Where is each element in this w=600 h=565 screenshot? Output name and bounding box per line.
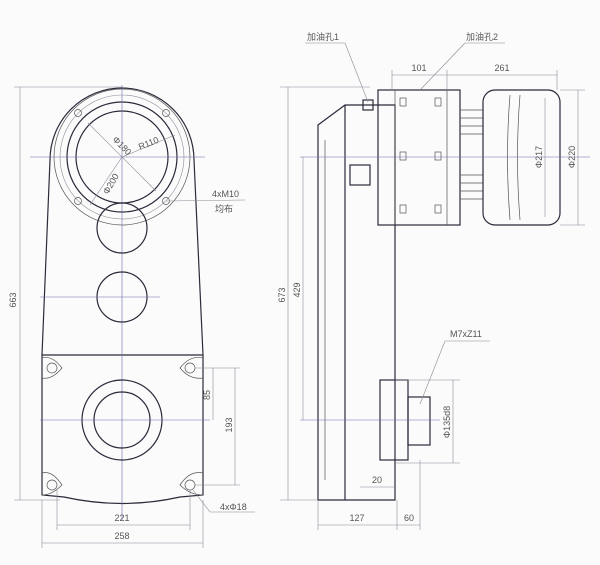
side-view: 673 429 101 261 Φ217 Φ220 加油孔1 加油孔2 M7xZ… — [277, 31, 590, 530]
front-view: 663 85 193 221 258 4xΦ18 Φ180 R110 Φ200 … — [8, 85, 255, 548]
shaft-hole-upper — [96, 202, 148, 254]
motor-dia-220: Φ220 — [567, 146, 577, 168]
base-holes-label: 4xΦ18 — [220, 502, 247, 512]
motor-dia-217: Φ217 — [534, 146, 544, 168]
oil-hole-2-label: 加油孔2 — [466, 31, 498, 42]
dim-101: 101 — [411, 63, 426, 73]
motor-fins — [460, 109, 483, 200]
gearbox-body — [317, 104, 396, 501]
spline-spec: M7xZ11 — [450, 329, 482, 339]
dim-193: 193 — [224, 417, 234, 432]
bolt-note: 均布 — [215, 203, 233, 214]
oil-plug-1 — [362, 99, 374, 111]
dim-261: 261 — [494, 63, 509, 73]
dim-429: 429 — [292, 282, 302, 297]
dim-127: 127 — [349, 513, 364, 523]
dim-60: 60 — [404, 513, 414, 523]
spline — [407, 396, 431, 446]
motor-body — [482, 89, 561, 226]
bolt-spec: 4xM10 — [212, 189, 239, 199]
shaft-dia: Φ135d8 — [442, 406, 452, 438]
radius-110: R110 — [137, 135, 160, 152]
dim-258: 258 — [114, 531, 129, 541]
housing-outline — [41, 87, 204, 505]
side-height-dim: 673 — [277, 287, 287, 302]
oil-hole-1-label: 加油孔1 — [307, 31, 339, 42]
dim-85: 85 — [202, 390, 212, 400]
dim-221: 221 — [114, 513, 129, 523]
dim-20: 20 — [372, 475, 382, 485]
motor-flange — [377, 89, 461, 226]
base-mounting-ears — [41, 357, 204, 496]
nameplate — [349, 164, 371, 186]
front-height-dim: 663 — [8, 292, 18, 307]
